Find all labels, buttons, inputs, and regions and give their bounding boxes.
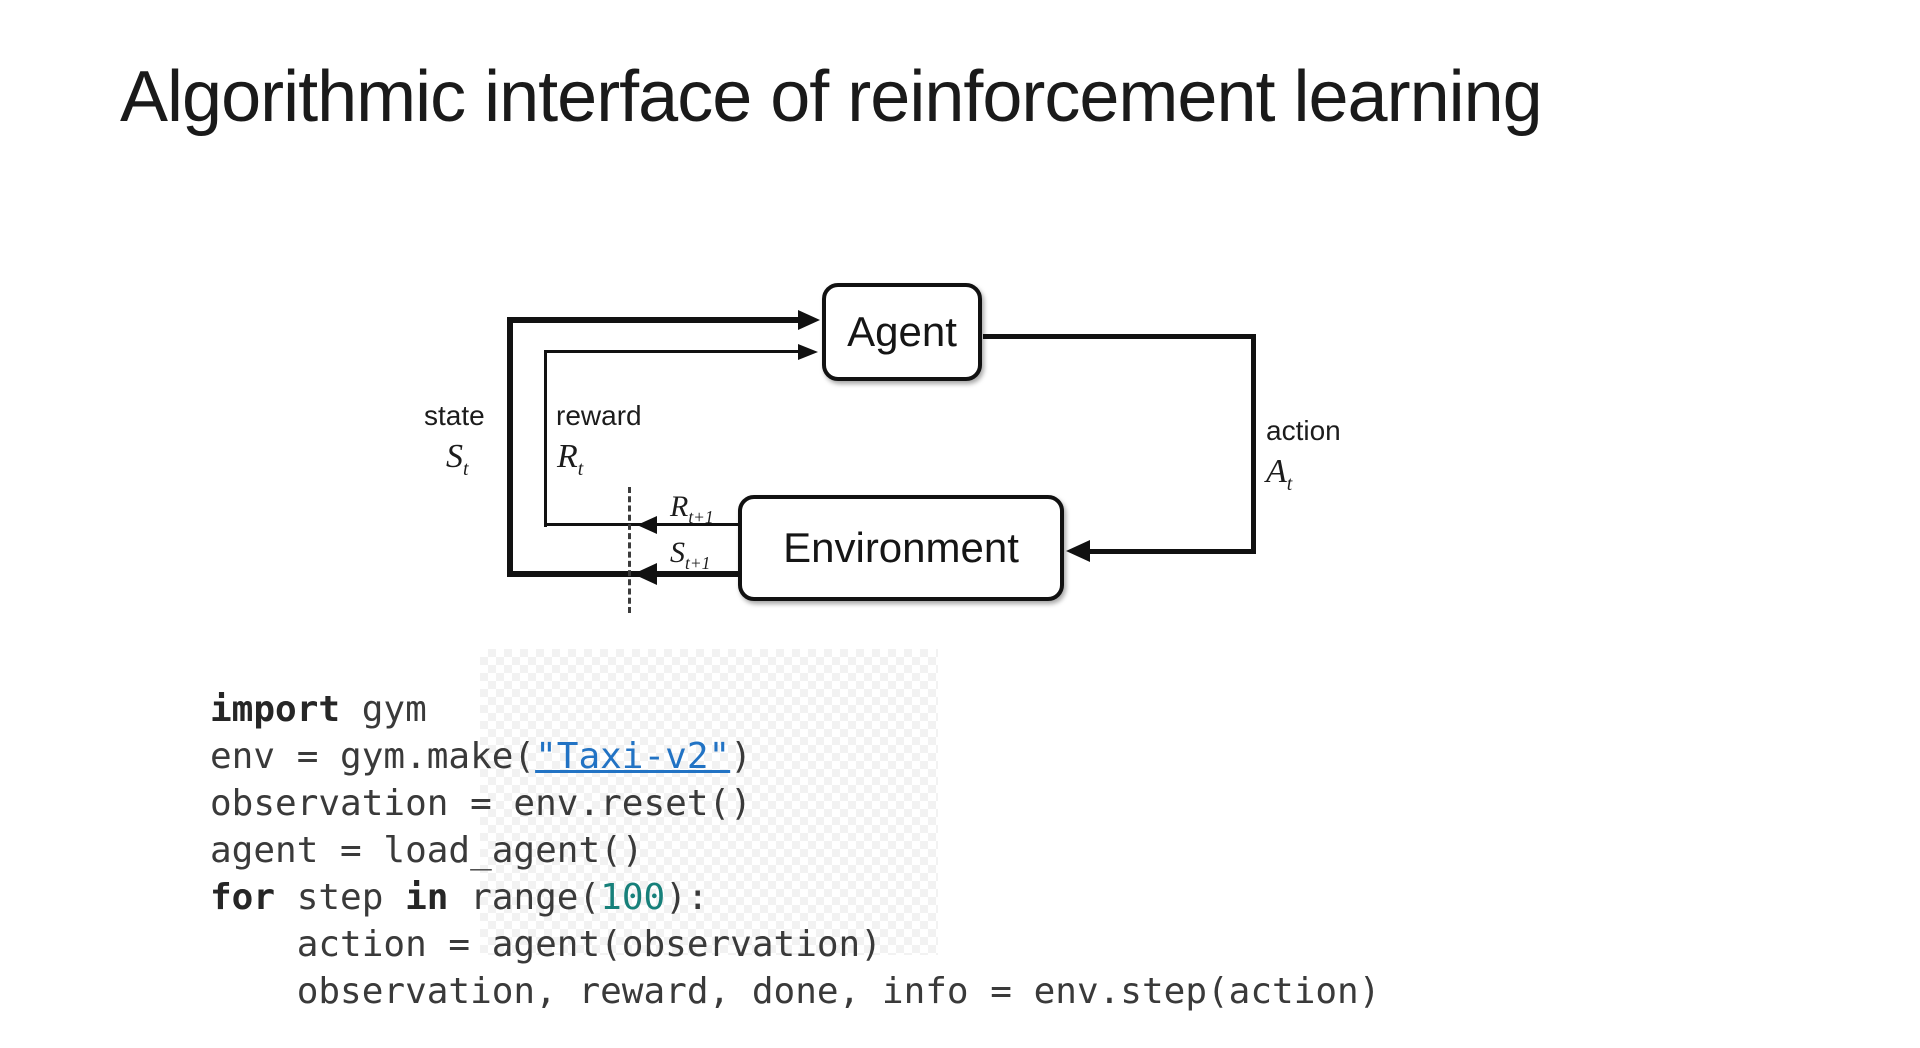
reward-arrowhead-icon: [798, 344, 818, 360]
code-token: action = agent(observation): [210, 924, 882, 965]
code-line: env = gym.make("Taxi-v2"): [210, 733, 1380, 780]
timestep-divider-dashed-line: [628, 487, 631, 613]
code-token: import: [210, 689, 341, 730]
code-line: action = agent(observation): [210, 921, 1380, 968]
reward-symbol: Rt: [557, 438, 584, 480]
state-line-top: [507, 317, 800, 323]
code-line: for step in range(100):: [210, 874, 1380, 921]
action-label: action: [1266, 415, 1341, 446]
code-token: ): [730, 736, 752, 777]
action-symbol: At: [1266, 453, 1293, 495]
code-token: ):: [665, 877, 709, 918]
action-line-bottom: [1086, 549, 1256, 554]
next-state-symbol: St+1: [670, 536, 711, 573]
code-token: env = gym.make(: [210, 736, 536, 777]
code-token: 100: [600, 877, 666, 918]
action-line-vertical: [1251, 334, 1256, 554]
environment-box-label: Environment: [783, 524, 1019, 571]
code-token: in: [405, 877, 449, 918]
state-arrowhead-icon: [798, 310, 820, 330]
reward-label: reward: [556, 400, 642, 431]
code-token: for: [210, 877, 276, 918]
agent-box: Agent: [822, 283, 982, 381]
action-line-top: [983, 334, 1256, 339]
code-token: observation, reward, done, info = env.st…: [210, 971, 1381, 1012]
code-token: agent = load_agent(): [210, 830, 644, 871]
code-token: step: [275, 877, 406, 918]
environment-box: Environment: [738, 495, 1064, 601]
action-arrowhead-icon: [1066, 540, 1090, 562]
agent-box-label: Agent: [847, 308, 957, 355]
next-state-line: [507, 571, 740, 577]
next-reward-symbol: Rt+1: [670, 490, 714, 527]
code-line: observation, reward, done, info = env.st…: [210, 968, 1381, 1015]
code-token: range(: [448, 877, 601, 918]
code-token: observation = env.reset(): [210, 783, 752, 824]
code-line: import gym: [210, 686, 1380, 733]
code-line: agent = load_agent(): [210, 827, 1380, 874]
state-symbol: St: [446, 438, 469, 480]
state-line-vertical: [507, 317, 513, 577]
next-state-arrowhead-icon: [633, 563, 657, 585]
page-title: Algorithmic interface of reinforcement l…: [120, 57, 1543, 137]
reward-line-top: [544, 350, 800, 353]
code-line: observation = env.reset(): [210, 780, 1380, 827]
code-image-transparency-checkerboard: [480, 649, 938, 955]
state-label: state: [424, 400, 485, 431]
reward-line-vertical: [544, 350, 547, 527]
code-token: gym: [340, 689, 427, 730]
code-link[interactable]: "Taxi-v2": [535, 736, 731, 777]
next-reward-arrowhead-icon: [637, 516, 657, 534]
